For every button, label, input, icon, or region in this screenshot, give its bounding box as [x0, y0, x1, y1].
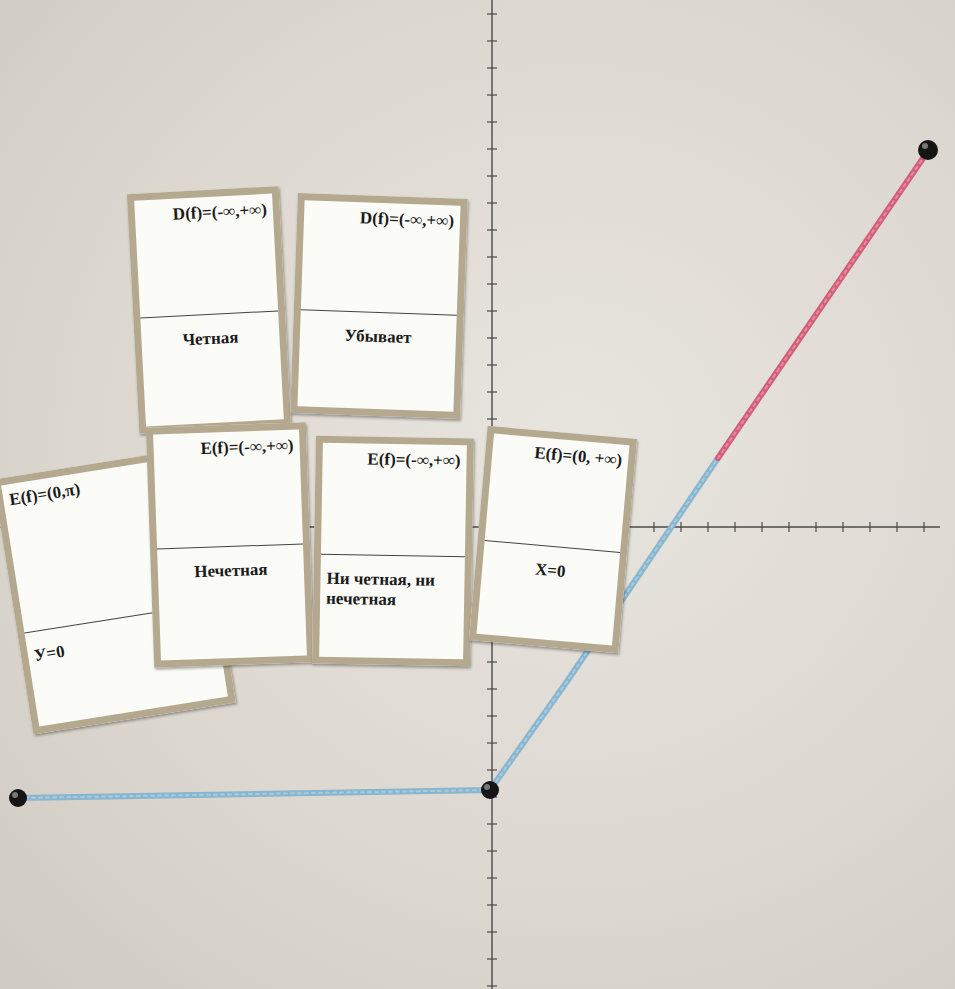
card-property: X=0: [488, 556, 613, 586]
card-section: Четная: [140, 311, 283, 426]
card-property: Нечетная: [164, 559, 299, 583]
card-property: Четная: [147, 326, 274, 352]
card-heading: D(f)=(-∞,+∞): [310, 207, 455, 232]
card-section: X=0: [476, 541, 620, 645]
function-property-card: D(f)=(-∞,+∞) Убывает: [290, 193, 468, 419]
function-property-card: D(f)=(-∞,+∞) Четная: [127, 186, 291, 434]
card-property: Ни четная, ни нечетная: [326, 569, 459, 610]
card-section: E(f)=(-∞,+∞): [321, 443, 467, 557]
card-heading: E(f)=(-∞,+∞): [328, 449, 460, 471]
function-property-card: E(f)=(-∞,+∞) Нечетная: [146, 422, 314, 667]
card-section: Нечетная: [157, 544, 307, 660]
card-property: Убывает: [306, 324, 451, 349]
card-section: Убывает: [297, 310, 456, 411]
function-property-card: E(f)=(-∞,+∞) Ни четная, ни нечетная: [312, 436, 474, 667]
card-section: Ни четная, ни нечетная: [319, 555, 465, 659]
card-section: E(f)=(-∞,+∞): [153, 430, 303, 550]
card-section: E(f)=(0, +∞): [485, 433, 630, 552]
card-heading: D(f)=(-∞,+∞): [140, 200, 267, 226]
card-section: D(f)=(-∞,+∞): [301, 200, 461, 315]
card-section: D(f)=(-∞,+∞): [134, 194, 278, 319]
card-heading: E(f)=(-∞,+∞): [159, 436, 294, 460]
card-heading: E(f)=(0, +∞): [498, 440, 623, 470]
function-property-card: E(f)=(0, +∞) X=0: [469, 426, 637, 653]
